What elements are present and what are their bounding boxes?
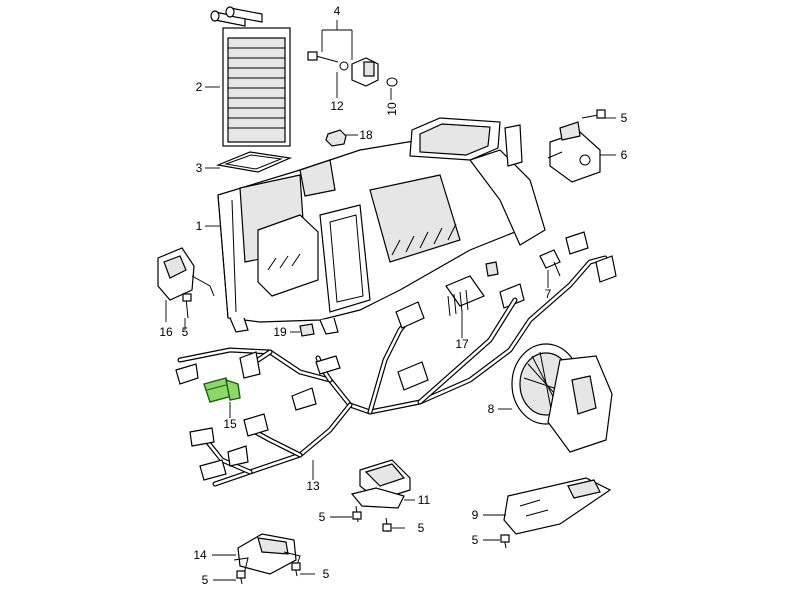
control-module-part[interactable] [233, 533, 301, 575]
callout-13: 13 [306, 479, 320, 493]
callout-3: 3 [196, 161, 203, 175]
leader-lines [165, 20, 616, 581]
callout-5-bottom-right: 5 [323, 567, 330, 581]
filter-housing-part[interactable] [503, 477, 612, 535]
callout-8: 8 [488, 402, 495, 416]
callout-2: 2 [196, 80, 203, 94]
heater-housing-part[interactable] [217, 139, 521, 335]
plug-part[interactable] [299, 323, 315, 337]
callout-16: 16 [159, 325, 173, 339]
air-duct-part[interactable] [409, 117, 546, 246]
wiring-harness-part[interactable] [175, 231, 617, 487]
bolt-part[interactable] [352, 505, 362, 523]
bolt-part[interactable] [236, 570, 246, 585]
bolt-part[interactable] [500, 534, 510, 549]
bolt-part[interactable] [182, 293, 192, 319]
callout-17: 17 [455, 337, 469, 351]
callout-19: 19 [273, 325, 287, 339]
callout-9: 9 [472, 508, 479, 522]
highlighted-sensor-part[interactable] [203, 377, 241, 403]
callout-7: 7 [545, 287, 552, 301]
heater-seal-part[interactable] [215, 151, 293, 173]
callout-15: 15 [223, 417, 237, 431]
callout-11: 11 [418, 493, 431, 507]
callout-5-right: 5 [472, 533, 479, 547]
callout-6: 6 [621, 148, 628, 162]
callout-5-mid-right: 5 [418, 521, 425, 535]
bolt-part[interactable] [291, 562, 301, 577]
callout-labels: 4 2 12 10 18 5 6 3 1 7 16 5 19 17 15 8 1… [159, 4, 627, 587]
servo-motor-part[interactable] [547, 121, 601, 183]
flap-actuator-part[interactable] [157, 247, 215, 301]
blower-motor-part[interactable] [511, 343, 613, 453]
callout-10: 10 [385, 102, 399, 116]
callout-5-mid-left: 5 [319, 510, 326, 524]
control-unit-part[interactable] [350, 459, 411, 509]
bolt-part[interactable] [581, 109, 606, 119]
temperature-sensor-part[interactable] [485, 249, 561, 277]
callout-12: 12 [330, 99, 344, 113]
blower-resistor-part[interactable] [445, 275, 525, 317]
callout-5-top: 5 [621, 111, 628, 125]
bolt-part[interactable] [382, 517, 392, 533]
callout-18: 18 [359, 128, 373, 142]
grommet-part[interactable] [325, 129, 347, 147]
callout-4: 4 [334, 4, 341, 18]
callout-5-bottom-left: 5 [202, 573, 209, 587]
callout-14: 14 [193, 548, 207, 562]
sensor-assembly-part[interactable] [307, 51, 398, 87]
heater-core-part[interactable] [210, 6, 291, 147]
callout-5-left: 5 [182, 325, 189, 339]
callout-1: 1 [196, 219, 203, 233]
